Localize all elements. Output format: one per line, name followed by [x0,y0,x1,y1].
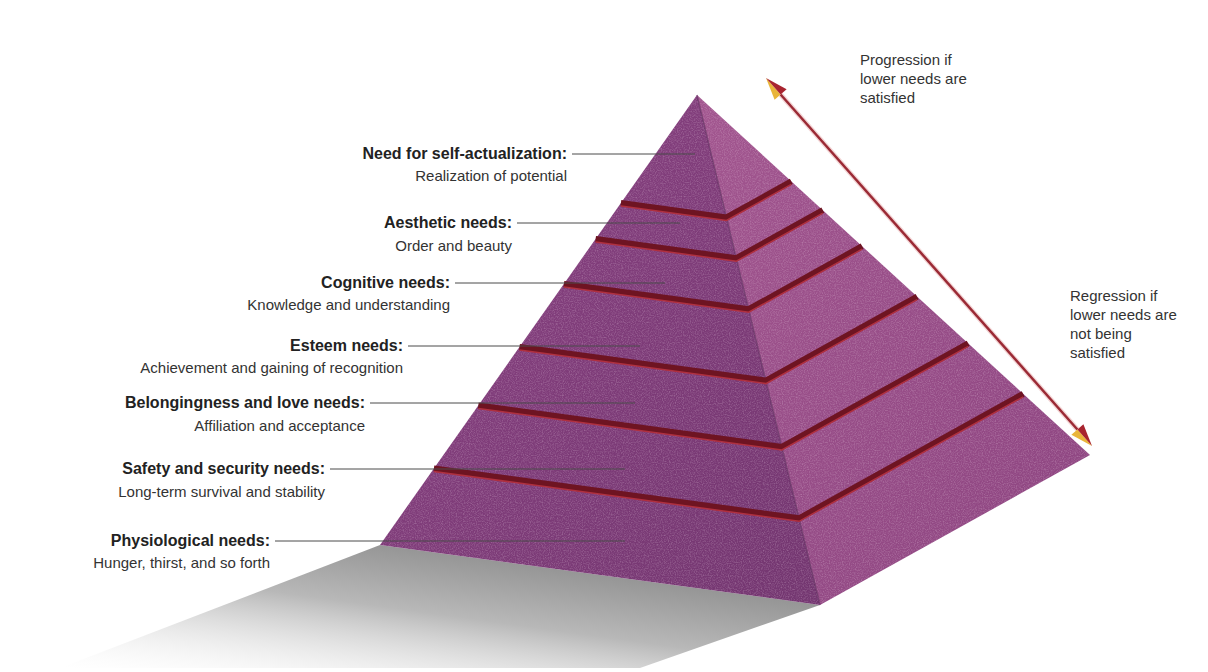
direction-note: Regression if lower needs are not being … [1070,286,1182,362]
level-description: Realization of potential [415,166,567,186]
direction-note: Progression if lower needs are satisfied [860,50,972,107]
level-heading: Need for self-actualization: [363,144,567,164]
band-grooves [434,181,1023,521]
level-heading: Belongingness and love needs: [125,393,365,413]
level-heading: Esteem needs: [290,336,403,356]
leader-lines [275,154,695,541]
level-heading: Physiological needs: [111,531,270,551]
level-description: Hunger, thirst, and so forth [93,553,270,573]
level-description: Long-term survival and stability [118,482,325,502]
level-description: Affiliation and acceptance [194,416,365,436]
level-description: Order and beauty [395,236,512,256]
level-heading: Safety and security needs: [122,459,325,479]
progression-arrow [766,78,1092,446]
level-description: Knowledge and understanding [247,295,450,315]
level-heading: Cognitive needs: [321,273,450,293]
level-description: Achievement and gaining of recognition [140,358,403,378]
level-heading: Aesthetic needs: [384,213,512,233]
pyramid-ridge [697,95,820,605]
stone-texture [380,95,1090,605]
